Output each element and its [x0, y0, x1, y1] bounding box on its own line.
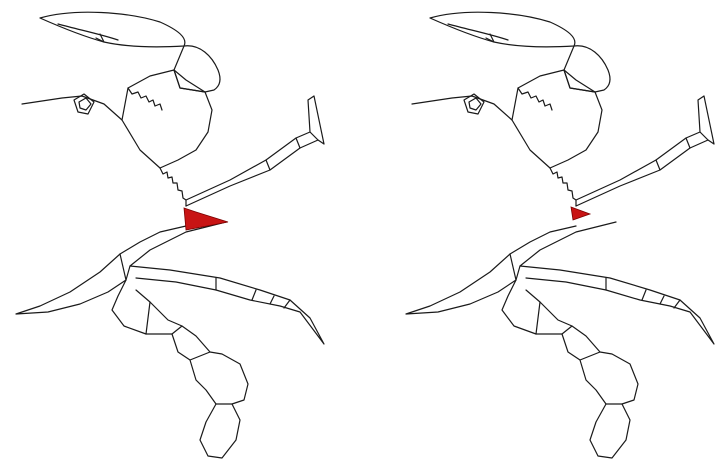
highlight-region-small	[571, 207, 590, 220]
panel-left	[16, 12, 324, 458]
panel-right	[406, 12, 714, 458]
